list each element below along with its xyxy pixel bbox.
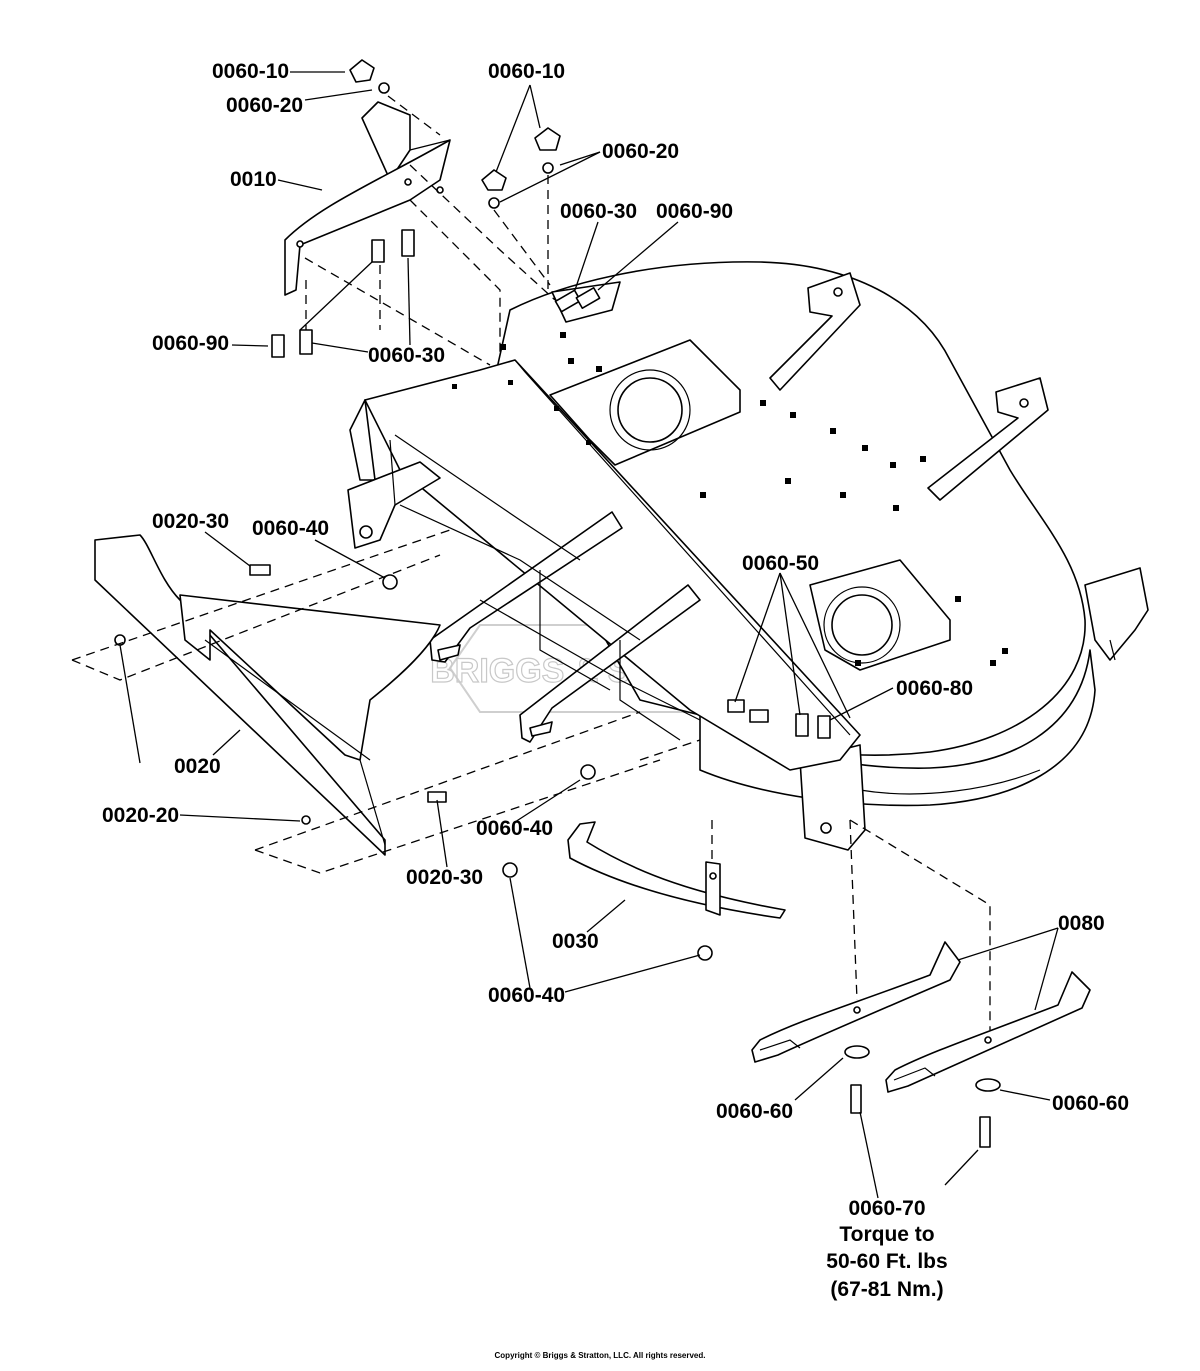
- label-0060-80: 0060-80: [896, 677, 973, 700]
- label-0010: 0010: [230, 168, 277, 191]
- assembly-lines: [71, 95, 991, 1030]
- torque-line-2: 50-60 Ft. lbs: [826, 1250, 947, 1273]
- copyright-notice: Copyright © Briggs & Stratton, LLC. All …: [495, 1351, 706, 1360]
- label-0060-60: 0060-60: [716, 1100, 793, 1123]
- label-0060-10: 0060-10: [488, 60, 565, 83]
- part-0080-blades: [751, 941, 1091, 1093]
- label-0060-20: 0060-20: [226, 94, 303, 117]
- label-0020-30: 0020-30: [152, 510, 229, 533]
- leader-lines: [119, 71, 1059, 1199]
- label-0060-70: 0060-70: [848, 1197, 925, 1220]
- label-0060-30: 0060-30: [368, 344, 445, 367]
- part-0030-baffle: [567, 821, 786, 919]
- torque-note: Torque to 50-60 Ft. lbs (67-81 Nm.): [826, 1223, 947, 1301]
- label-0080: 0080: [1058, 912, 1105, 935]
- part-0020-discharge-chute: [94, 534, 441, 856]
- label-0060-40: 0060-40: [476, 817, 553, 840]
- label-0060-90: 0060-90: [152, 332, 229, 355]
- part-0010-belt-shield: [284, 101, 451, 296]
- torque-line-3: (67-81 Nm.): [830, 1278, 943, 1301]
- part-labels: 0060-10 0060-20 0010 0060-10 0060-20 006…: [102, 60, 1129, 1220]
- label-0060-20: 0060-20: [602, 140, 679, 163]
- label-0020: 0020: [174, 755, 221, 778]
- label-0030: 0030: [552, 930, 599, 953]
- label-0060-90: 0060-90: [656, 200, 733, 223]
- torque-line-1: Torque to: [839, 1223, 934, 1246]
- label-0060-30: 0060-30: [560, 200, 637, 223]
- label-0060-40: 0060-40: [252, 517, 329, 540]
- label-0060-40: 0060-40: [488, 984, 565, 1007]
- deck-frame: [347, 359, 861, 771]
- label-0060-10: 0060-10: [212, 60, 289, 83]
- hardware-fasteners: [114, 59, 1001, 1148]
- label-0060-50: 0060-50: [742, 552, 819, 575]
- label-0020-30: 0020-30: [406, 866, 483, 889]
- label-0060-60: 0060-60: [1052, 1092, 1129, 1115]
- label-0020-20: 0020-20: [102, 804, 179, 827]
